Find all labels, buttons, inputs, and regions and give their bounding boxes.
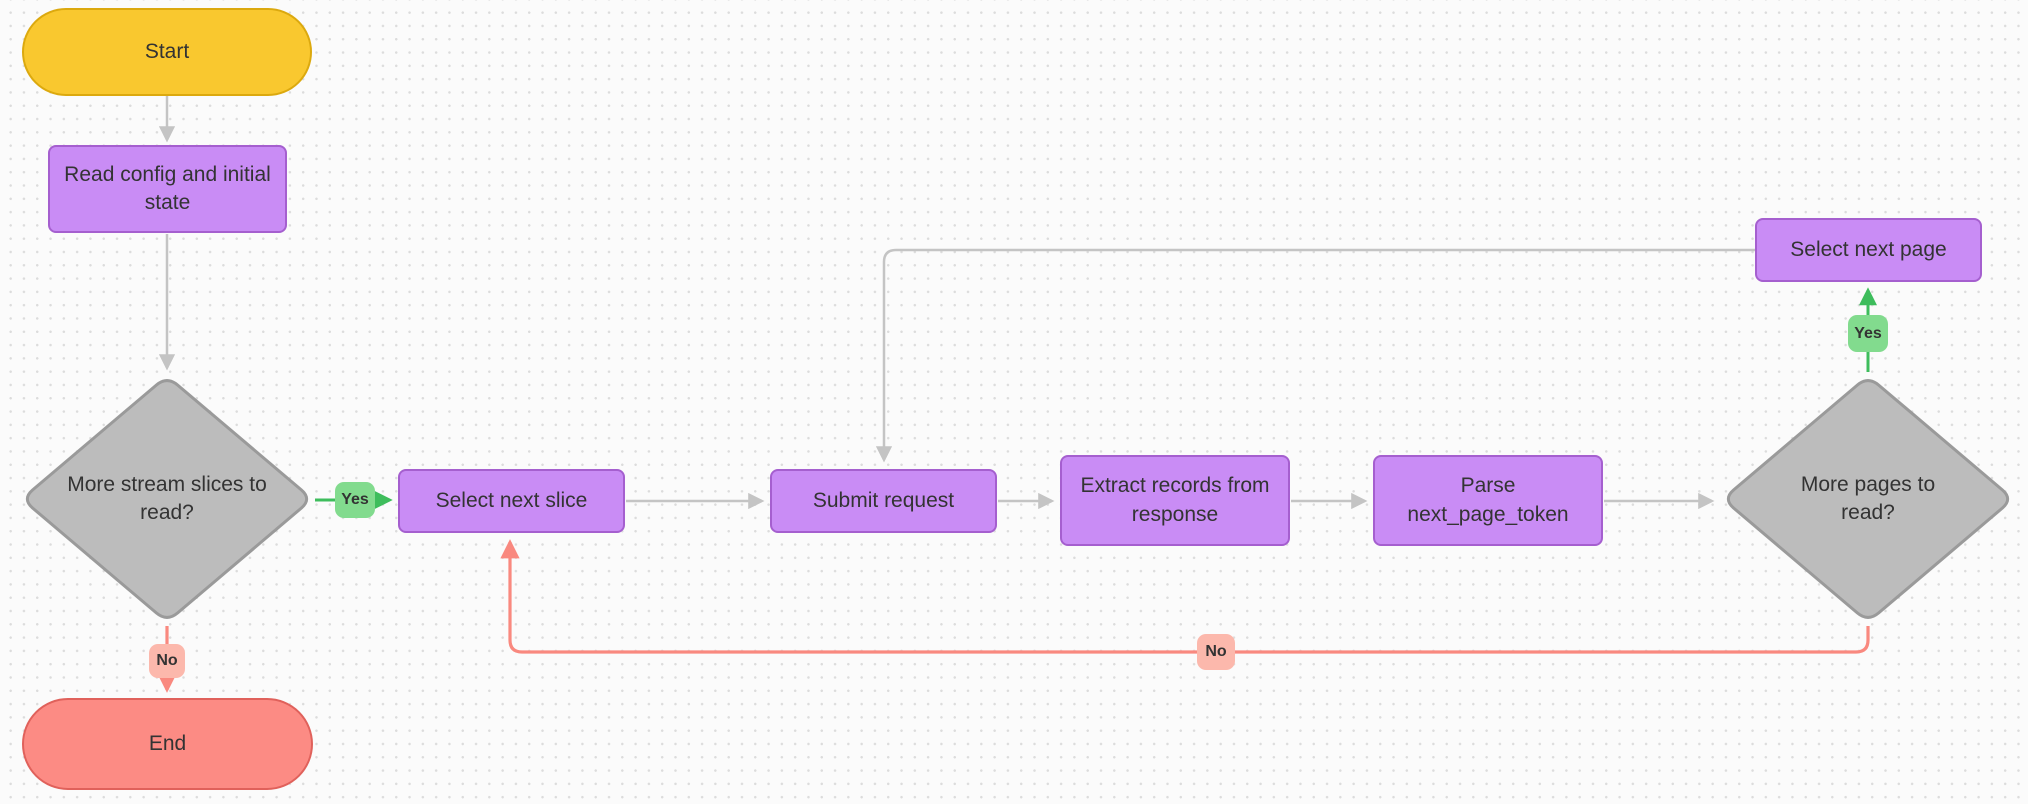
node-start[interactable]: Start: [22, 8, 312, 96]
node-label: Start: [144, 39, 190, 63]
node-read-config[interactable]: Read config and initial state: [48, 145, 287, 233]
node-label: Select next page: [1790, 237, 1947, 261]
edge-label-no-pages[interactable]: No: [1197, 634, 1235, 670]
node-select-next-page[interactable]: Select next page: [1755, 218, 1982, 282]
edge-more-pages-no-to-select-next-slice: [500, 539, 1870, 654]
node-label: Extract records from response: [1080, 474, 1270, 526]
edge-label-yes-pages[interactable]: Yes: [1848, 315, 1888, 352]
node-end[interactable]: End: [22, 698, 313, 790]
edge-select-next-page-to-submit-request: [875, 248, 1755, 463]
node-parse-next-page-token[interactable]: Parse next_page_token: [1373, 455, 1603, 546]
node-label: Read config and initial state: [64, 162, 271, 214]
node-select-next-slice[interactable]: Select next slice: [398, 469, 625, 533]
node-label: Parse next_page_token: [1407, 474, 1569, 526]
edge-label-yes-slices[interactable]: Yes: [335, 482, 375, 518]
node-decision-more-stream-slices[interactable]: More stream slices to read?: [19, 373, 315, 625]
node-label: Select next slice: [435, 488, 588, 512]
node-submit-request[interactable]: Submit request: [770, 469, 997, 533]
node-label: More stream slices to read?: [67, 472, 267, 524]
edge-label-no-slices[interactable]: No: [149, 644, 185, 678]
diamond-shape: [1726, 379, 2010, 619]
node-label: End: [148, 731, 187, 755]
node-decision-more-pages[interactable]: More pages to read?: [1720, 373, 2016, 625]
diamond-shape: [25, 379, 309, 619]
node-extract-records[interactable]: Extract records from response: [1060, 455, 1290, 546]
node-label: More pages to read?: [1800, 472, 1936, 524]
node-label: Submit request: [812, 488, 955, 512]
